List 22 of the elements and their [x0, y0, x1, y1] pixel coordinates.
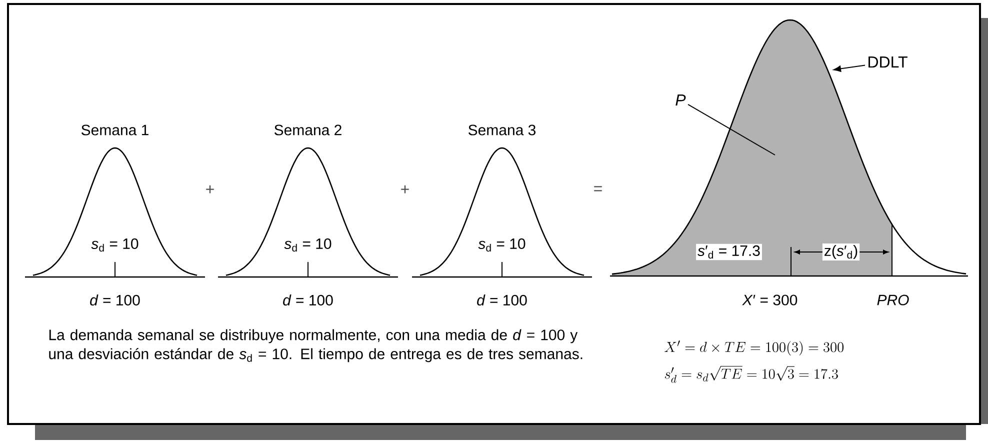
week-label: Semana 3 — [468, 124, 536, 136]
curve-label: s$_{d}$ = 10 — [284, 238, 332, 252]
operator-sign: = — [594, 186, 602, 192]
axis-label: d = 100 — [90, 294, 140, 306]
leader-line — [688, 104, 776, 156]
curve-label: s$_{d}$ = 10 — [478, 238, 526, 252]
operator-sign: + — [401, 185, 409, 194]
formula: $X' = d \times TE = 100(3) = 300$ — [664, 340, 844, 356]
callout-text: P — [676, 94, 686, 106]
curve-label: s$_{d}$ = 10 — [91, 238, 138, 252]
curve-label: s′$_{d}$ = 17.3 — [696, 244, 762, 260]
axis-label: d = 100 — [283, 294, 333, 306]
axis-label: X′ = 300 — [742, 294, 798, 306]
week-label: Semana 1 — [81, 124, 148, 136]
operator-sign: + — [206, 185, 214, 194]
callout-text: DDLT — [868, 56, 908, 68]
axis-label: d = 100 — [477, 294, 527, 306]
week-label: Semana 2 — [274, 124, 342, 136]
dimension-label: z(s′$_{d}$) — [822, 244, 860, 260]
formula: $s'_d = s_d \sqrt{TE} = 10\sqrt{3} = 17.3$ — [664, 366, 838, 383]
leader-line — [833, 64, 866, 72]
axis-label: PRO — [877, 294, 909, 306]
